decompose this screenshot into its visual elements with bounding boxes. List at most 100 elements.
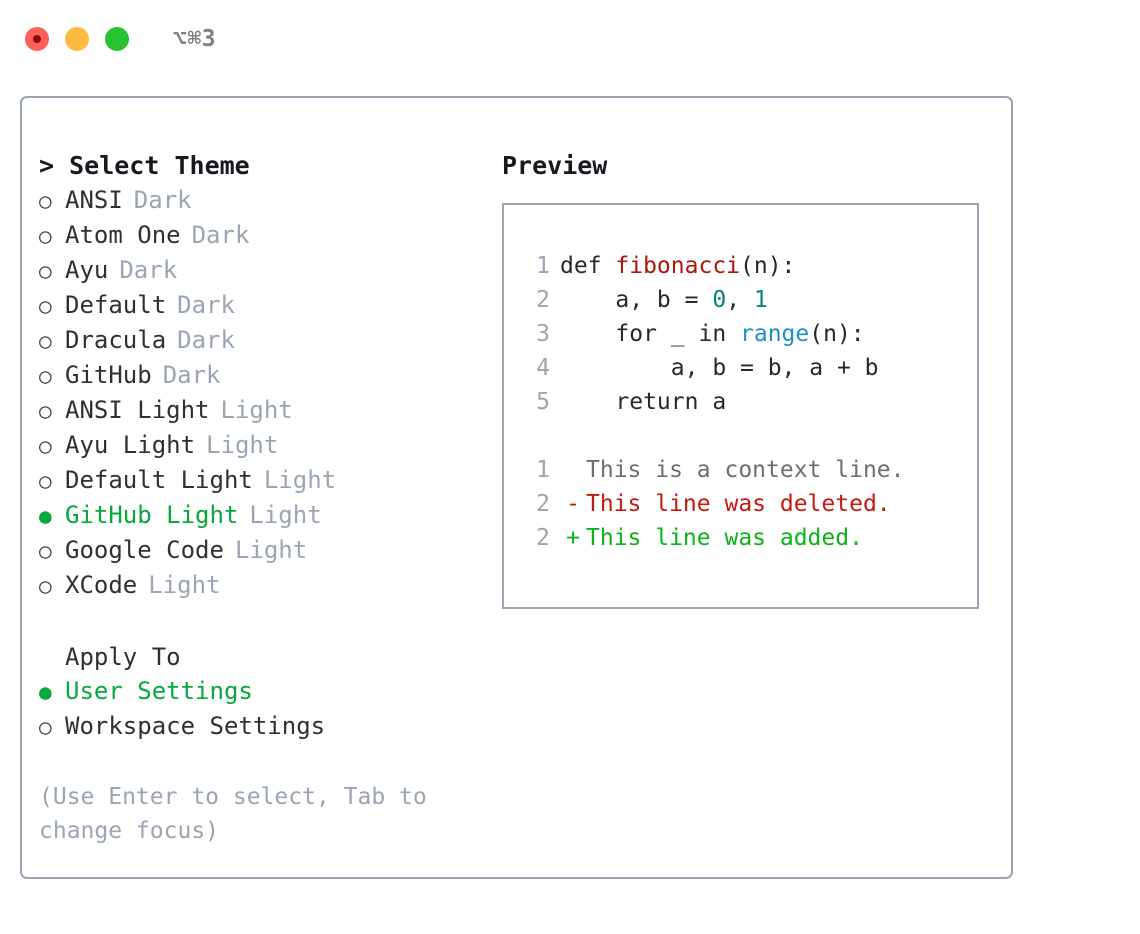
theme-variant-tag: Light — [263, 466, 337, 494]
apply-to-option[interactable]: ○ Workspace Settings — [39, 709, 502, 744]
preview-header: Preview — [502, 151, 608, 180]
keyboard-hint-text: (Use Enter to select, Tab to change focu… — [39, 784, 427, 844]
theme-variant-tag: Dark — [133, 186, 192, 214]
theme-variant-tag: Light — [148, 571, 221, 599]
theme-name: GitHub — [65, 361, 152, 389]
apply-to-option-label: User Settings — [65, 677, 253, 705]
radio-unselected-icon: ○ — [39, 715, 52, 739]
theme-variant-tag: Light — [249, 501, 322, 529]
code-line: 2 a, b = 0, 1 — [522, 283, 977, 317]
code-token-plain: a, b = — [560, 287, 713, 313]
code-line-text: a, b = b, a + b — [560, 351, 879, 385]
code-line-text: for _ in range(n): — [560, 317, 865, 351]
code-token-plain: def — [560, 253, 616, 279]
code-token-plain: return a — [560, 389, 727, 415]
theme-list-item[interactable]: ○ Ayu Light Light — [39, 428, 502, 463]
diff-line-add: 2 +This line was added. — [522, 521, 977, 555]
radio-unselected-icon: ○ — [39, 364, 52, 388]
code-line-number: 1 — [536, 253, 550, 279]
radio-unselected-icon: ○ — [39, 399, 52, 423]
close-window-button[interactable] — [25, 27, 49, 51]
radio-unselected-icon: ○ — [39, 539, 52, 563]
theme-list-item[interactable]: ○ XCode Light — [39, 568, 502, 603]
apply-to-option[interactable]: ● User Settings — [39, 674, 502, 709]
theme-name: Ayu Light — [65, 431, 196, 459]
diff-line-text: This line was added. — [586, 525, 863, 551]
theme-variant-tag: Dark — [119, 256, 178, 284]
code-line-number: 2 — [536, 287, 550, 313]
radio-selected-icon: ● — [39, 504, 52, 528]
theme-variant-tag: Dark — [177, 291, 235, 319]
diff-line-text: This is a context line. — [586, 457, 905, 483]
apply-to-option-label: Workspace Settings — [65, 712, 326, 740]
diff-sign — [560, 453, 586, 487]
diff-sign: + — [566, 525, 580, 551]
radio-unselected-icon: ○ — [39, 469, 52, 493]
code-token-plain: (n): — [740, 253, 796, 279]
minimize-window-button[interactable] — [65, 27, 89, 51]
apply-to-label: Apply To — [65, 643, 181, 671]
theme-variant-tag: Dark — [177, 326, 235, 354]
theme-name: Default — [65, 291, 167, 319]
theme-variant-tag: Light — [234, 536, 308, 564]
radio-unselected-icon: ○ — [39, 434, 52, 458]
radio-unselected-icon: ○ — [39, 224, 52, 248]
theme-name: ANSI Light — [65, 396, 210, 424]
theme-list-item[interactable]: ○ Ayu Dark — [39, 253, 502, 288]
titlebar: ⌥⌘3 — [0, 0, 1140, 78]
code-line-number: 5 — [536, 389, 550, 415]
code-token-plain: (n): — [809, 321, 865, 347]
theme-name: Default Light — [65, 466, 253, 494]
theme-variant-tag: Light — [206, 431, 279, 459]
diff-line-number: 2 — [536, 491, 550, 517]
theme-list-item[interactable]: ○ Default Light Light — [39, 463, 502, 498]
code-token-num: 1 — [753, 287, 768, 313]
radio-unselected-icon: ○ — [39, 294, 52, 318]
diff-line-del: 2-This line was deleted. — [522, 487, 977, 521]
theme-list-item[interactable]: ● GitHub Light Light — [39, 498, 502, 533]
diff-line-number: 2 — [536, 525, 550, 551]
theme-variant-tag: Dark — [191, 221, 250, 249]
radio-unselected-icon: ○ — [39, 259, 52, 283]
diff-sample: 1 This is a context line.2-This line was… — [522, 453, 977, 555]
theme-name: Google Code — [65, 536, 224, 564]
apply-to-block: Apply To ● User Settings ○ Workspace Settin… — [39, 640, 502, 744]
theme-name: GitHub Light — [65, 501, 239, 529]
maximize-window-button[interactable] — [105, 27, 129, 51]
radio-unselected-icon: ○ — [39, 189, 52, 213]
apply-to-list: ● User Settings ○ Workspace Settings — [39, 674, 502, 744]
radio-unselected-icon: ○ — [39, 329, 52, 353]
code-diff-spacer — [522, 419, 977, 453]
theme-list-item[interactable]: ○ Default Dark — [39, 288, 502, 323]
theme-name: Ayu — [65, 256, 109, 284]
radio-selected-icon: ● — [39, 680, 52, 704]
theme-name: XCode — [65, 571, 138, 599]
code-line-text: a, b = 0, 1 — [560, 283, 768, 317]
theme-list-item[interactable]: ○ Dracula Dark — [39, 323, 502, 358]
diff-line-number: 1 — [536, 457, 550, 483]
code-token-call: range — [740, 321, 810, 347]
code-line: 3 for _ in range(n): — [522, 317, 977, 351]
code-line: 4 a, b = b, a + b — [522, 351, 977, 385]
code-line: 5 return a — [522, 385, 977, 419]
theme-name: Dracula — [65, 326, 167, 354]
keyboard-shortcut-label: ⌥⌘3 — [173, 25, 217, 52]
code-token-plain: for _ in — [560, 321, 741, 347]
diff-line-context: 1 This is a context line. — [522, 453, 977, 487]
code-token-plain: a, b = b, a + b — [560, 355, 879, 381]
radio-unselected-icon: ○ — [39, 574, 52, 598]
theme-list-item[interactable]: ○ ANSI Dark — [39, 183, 502, 218]
code-line-text: return a — [560, 385, 726, 419]
theme-name: ANSI — [65, 186, 123, 214]
theme-list-item[interactable]: ○ Google Code Light — [39, 533, 502, 568]
